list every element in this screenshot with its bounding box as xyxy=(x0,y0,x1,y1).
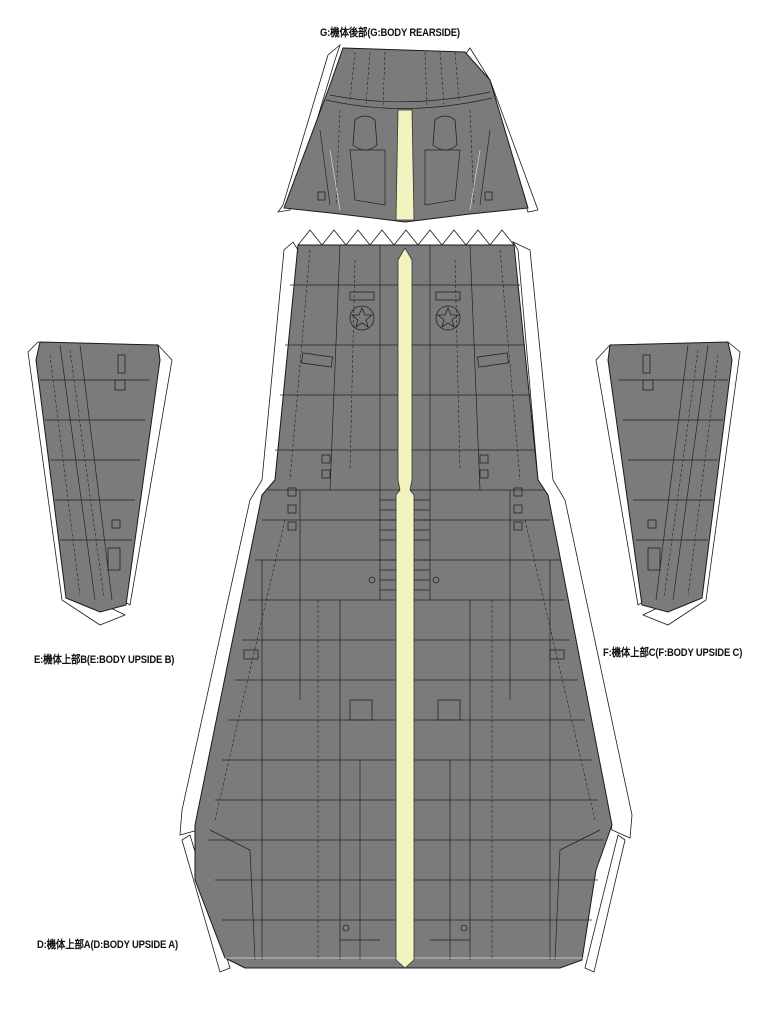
part-d-body-upside-a xyxy=(179,229,633,973)
part-d-glue-tab-bottom-right xyxy=(584,834,626,973)
part-f-panel xyxy=(607,341,733,613)
label-part-d: D:機体上部A(D:BODY UPSIDE A) xyxy=(37,939,178,951)
part-d-glue-tab-right xyxy=(511,241,633,839)
roundel-right xyxy=(435,291,461,331)
part-e-body-upside-b xyxy=(27,341,173,626)
part-d-zigzag-tabs xyxy=(297,229,515,246)
part-g-center-stripe xyxy=(395,109,415,221)
part-g-body-rearside xyxy=(277,43,539,223)
part-d-center-stripe xyxy=(395,247,415,969)
part-g-glue-tab-left xyxy=(277,43,341,213)
label-part-g: G:機体後部(G:BODY REARSIDE) xyxy=(320,27,460,39)
label-part-f: F:機体上部C(F:BODY UPSIDE C) xyxy=(603,647,743,659)
part-f-body-upside-c xyxy=(595,341,741,626)
label-part-e: E:機体上部B(E:BODY UPSIDE B) xyxy=(34,654,175,666)
part-e-panel xyxy=(35,341,161,613)
roundel-left xyxy=(349,291,375,331)
